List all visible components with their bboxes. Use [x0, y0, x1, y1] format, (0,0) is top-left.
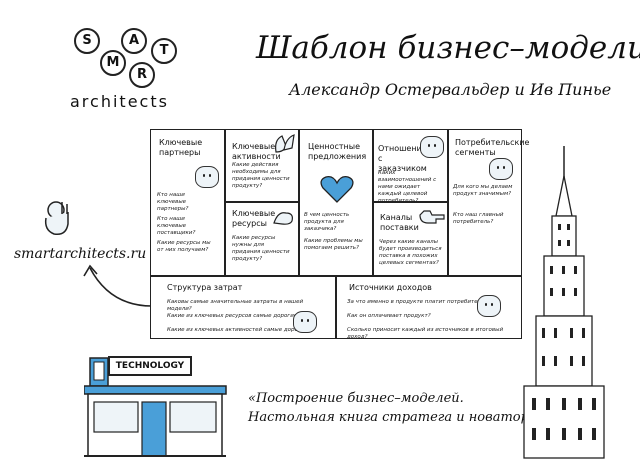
question: Кто наши ключевые поставщики?: [157, 216, 196, 236]
cell-key-activities: Ключевые активности Какие действия необх…: [225, 129, 299, 202]
pointing-hand-icon: [419, 210, 445, 224]
question: Какие ресурсы нужны для придания ценност…: [232, 235, 290, 262]
cell-title: Ценностные предложения: [308, 142, 367, 161]
question: Для кого мы делаем продукт значимым?: [453, 184, 513, 197]
ok-hand-icon: [44, 201, 69, 236]
cell-cost-structure: Структура затрат Каковы самые значительн…: [150, 276, 336, 339]
cell-title: Потребительские сегменты: [455, 138, 530, 157]
logo-letter-r: R: [129, 62, 155, 88]
face-icon: [489, 158, 513, 180]
store-building-icon: [84, 357, 227, 457]
question: За что именно в продукте платит потребит…: [347, 299, 488, 305]
page-title: Шаблон бизнес–модели: [256, 30, 640, 66]
question: Какие из ключевых активностей самые доро…: [167, 327, 311, 333]
question: Кто наш главный потребитель?: [453, 212, 504, 225]
face-icon: [195, 166, 219, 188]
question: Каких взаимоотношений с нами ожидает каж…: [378, 170, 437, 204]
cell-title: Ключевые активности: [232, 142, 281, 161]
authors: Александр Остервальдер и Ив Пинье: [289, 80, 612, 99]
skyscraper-icon: [523, 146, 605, 459]
face-icon: [293, 311, 317, 333]
cell-title: Ключевые партнеры: [159, 138, 203, 157]
question: Кто наши ключевые партнеры?: [157, 192, 189, 212]
question: Сколько приносит каждый из источников в …: [347, 327, 504, 340]
flexed-arm-icon: [273, 212, 293, 225]
logo-letter-s: S: [74, 28, 100, 54]
question: Каковы самые значительные затраты в наше…: [167, 299, 304, 312]
question: В чем ценность продукта для заказчика?: [304, 212, 350, 232]
cell-title: Отношения с заказчиком: [378, 144, 427, 173]
cell-customer-relationships: Отношения с заказчиком Каких взаимоотнош…: [373, 129, 448, 204]
question: Как он оплачивает продукт?: [347, 313, 431, 319]
cell-customer-segments: Потребительские сегменты Для кого мы дел…: [448, 129, 530, 276]
logo-letter-m: M: [100, 50, 126, 76]
cell-value-propositions: Ценностные предложения В чем ценность пр…: [299, 129, 373, 276]
cell-channels: Каналы поставки Через какие каналы будет…: [373, 202, 448, 276]
book-quote: «Построение бизнес–моделей. Настольная к…: [248, 389, 545, 427]
cell-title: Ключевые ресурсы: [232, 209, 276, 228]
store-sign: TECHNOLOGY: [108, 356, 192, 376]
cell-title: Каналы поставки: [380, 213, 419, 232]
question: Какие из ключевых ресурсов самые дорогие…: [167, 313, 301, 319]
heart-icon: [320, 175, 354, 203]
question: Какие действия необходимы для придания ц…: [232, 162, 290, 189]
face-icon: [420, 136, 444, 158]
website-link[interactable]: smartarchitects.ru: [14, 246, 147, 262]
logo-word: architects: [70, 92, 169, 111]
question: Через какие каналы будет производиться п…: [379, 239, 442, 266]
question: Какие ресурсы мы от них получаем?: [157, 240, 211, 253]
cell-title: Источники доходов: [349, 283, 432, 292]
cell-title: Структура затрат: [167, 283, 243, 292]
clapping-hands-icon: [275, 134, 295, 153]
cell-key-resources: Ключевые ресурсы Какие ресурсы нужны для…: [225, 202, 299, 276]
cell-key-partners: Ключевые партнеры Кто наши ключевые парт…: [150, 129, 225, 276]
face-icon: [477, 295, 501, 317]
quote-line-2: Настольная книга стратега и новатора»: [248, 410, 545, 425]
quote-line-1: «Построение бизнес–моделей.: [248, 391, 464, 406]
cell-revenue-streams: Источники доходов За что именно в продук…: [336, 276, 522, 340]
logo-letter-t: T: [151, 38, 177, 64]
question: Какие проблемы мы помогаем решить?: [304, 238, 363, 251]
logo-letter-a: A: [121, 28, 147, 54]
curved-arrow-icon: [83, 264, 153, 307]
